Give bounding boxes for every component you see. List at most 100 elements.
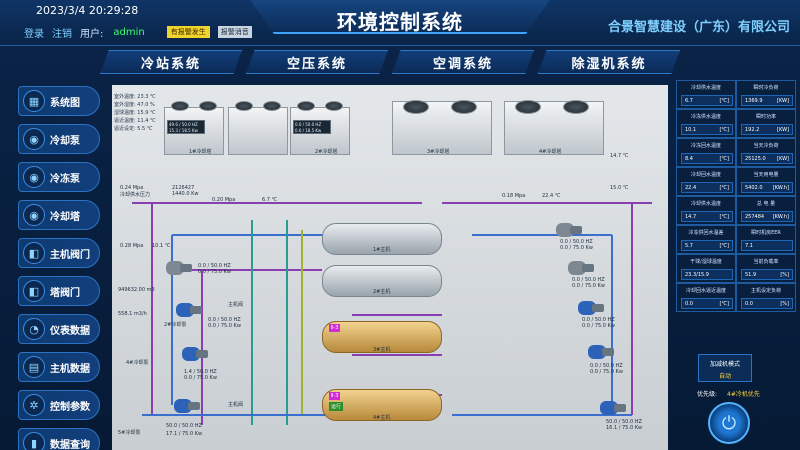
pump-motor [180,264,192,272]
cooling-tower-3[interactable]: 3#冷却塔 [392,100,492,155]
sidebar-item-label: 仪表数据 [50,325,90,337]
chilled-supply-temp: 10.1 ℃ [152,243,171,249]
metric-label: 当天冷负荷 [753,143,779,149]
chiller-name: 2#主机 [373,289,391,295]
mode-label: 加减机模式 [709,361,740,368]
pump-motor [582,264,594,272]
cooling-pump-2[interactable] [176,303,202,317]
cooling-tower-1b[interactable] [228,101,288,155]
cooling-pump-4[interactable] [182,347,208,361]
outdoor-temp-row: 室外温度: 23.3 ℃ [114,93,156,101]
sidebar-item-control-params[interactable]: ✲ 控制参数 [18,390,100,420]
flow-total: 949632.00 m3 [118,287,155,293]
pump-power: 0.0 / 75.0 Kw [184,375,217,381]
sidebar-item-host-valve[interactable]: ◧ 主机阀门 [18,238,100,268]
chiller-3[interactable]: Ⅱ-3 3#主机 [322,321,442,353]
sidebar-item-cooling-tower[interactable]: ◉ 冷却塔 [18,200,100,230]
alarm-badge[interactable]: 有报警发生 [166,26,210,38]
cooling-pump-5[interactable] [174,399,200,413]
chilled-pump-2[interactable] [568,261,594,275]
metric-unit: [%] [780,271,789,278]
pump-motor [592,304,604,312]
cooling-pump-1[interactable] [166,261,192,275]
metric-value-box: 6.7[℃] [681,95,733,106]
valve-icon: ◧ [23,242,45,264]
metric-label: 瞬时功率 [755,114,776,120]
tab-chiller-station[interactable]: 冷站系统 [100,50,242,74]
sidebar-item-label: 数据查询 [50,439,90,450]
sidebar-item-tower-valve[interactable]: ◧ 塔阀门 [18,276,100,306]
chilled-pump-3[interactable] [578,301,604,315]
tower-name: 4#冷却塔 [539,149,562,155]
alarm-mute-button[interactable]: 报警消音 [217,26,252,38]
sidebar-item-label: 冷冻泵 [50,173,80,185]
pump-motor [196,350,208,358]
metric-unit: [℃] [719,242,729,249]
pump-motor [614,404,626,412]
pump-motor [190,306,202,314]
chiller-1[interactable]: 1#主机 [322,223,442,255]
pump-name: 2#冷却泵 [164,322,187,328]
metric-unit: [℃] [719,155,729,162]
tab-dehumidifier[interactable]: 除湿机系统 [538,50,680,74]
chilled-pump-5[interactable] [600,401,626,415]
cooling-return-temp: 6.7 ℃ [262,197,278,203]
pump-power: 0.0 / 75.0 Kw [198,269,231,275]
chiller-4[interactable]: Ⅱ-3 运行 4#主机 [322,389,442,421]
tab-air-conditioning[interactable]: 空调系统 [392,50,534,74]
sidebar-item-label: 冷却泵 [50,135,80,147]
chilled-pump-1[interactable] [556,223,582,237]
chilled-pump-4[interactable] [588,345,614,359]
fan-icon [297,101,315,111]
cooling-tower-1[interactable]: 49.6 / 50.0 HZ 15.3 / 18.5 Kw 1#冷却塔 [164,101,224,155]
sidebar-item-meter-data[interactable]: ◔ 仪表数据 [18,314,100,344]
pump-body [578,301,596,315]
fan-icon [325,101,343,111]
running-badge: 运行 [329,402,344,411]
metric-value: 1369.9 [745,97,763,104]
cooling-supply-pressure: 0.24 Mpa [120,185,144,191]
pump-body [166,261,184,275]
load-mode-box[interactable]: 加减机模式 自动 [698,354,752,382]
fan-icon [199,101,217,111]
pump-motor [188,402,200,410]
sidebar-item-cooling-pump[interactable]: ◉ 冷却泵 [18,124,100,154]
metric-value-box: 5.7[℃] [681,240,733,251]
pump-frequency: 50.0 / 50.0 HZ [166,423,202,429]
cooling-tower-2[interactable]: 0.0 / 50.0 HZ 0.0 / 18.5 Kw 2#冷却塔 [290,101,350,155]
metric-value: 5402.0 [745,184,763,191]
power-button[interactable]: ⏻ [708,402,750,444]
metric-value-box: 23.3/15.9 [681,269,733,280]
sidebar-item-data-query[interactable]: ▮ 数据查询 [18,428,100,450]
metric-value: 10.1 [685,126,697,133]
chiller-2[interactable]: 2#主机 [322,265,442,297]
table-icon: ▤ [23,356,45,378]
pump-body [176,303,194,317]
metric-value-box: 51.9[%] [741,269,793,280]
metric-label: 冷却供水温度 [690,201,721,207]
tab-air-compressor[interactable]: 空压系统 [246,50,388,74]
username: admin [113,26,145,38]
sidebar-item-system-diagram[interactable]: ▦ 系统图 [18,86,100,116]
datetime-display: 2023/3/4 20:29:28 [36,4,139,17]
metric-value: 8.4 [685,155,693,162]
cooling-tower-4[interactable]: 4#冷却塔 [504,100,604,155]
pump-frequency: 0.0 / 50.0 HZ [208,317,241,323]
sidebar-item-host-data[interactable]: ▤ 主机数据 [18,352,100,382]
pump-power: 0.0 / 75.0 Kw [208,323,241,329]
sidebar-item-chilled-pump[interactable]: ◉ 冷冻泵 [18,162,100,192]
info-label: 逼近设定: [114,126,136,132]
system-tabs: 冷站系统 空压系统 空调系统 除湿机系统 [100,50,680,74]
logout-link[interactable]: 注销 [52,28,72,40]
outdoor-conditions: 室外温度: 23.3 ℃ 室外湿度: 47.0 % 湿球温度: 15.9 ℃ 逼… [114,93,156,133]
login-link[interactable]: 登录 [24,28,44,40]
pump-power: 0.0 / 75.0 Kw [560,245,593,251]
metric-value-box: 1369.9[KW] [741,95,793,106]
